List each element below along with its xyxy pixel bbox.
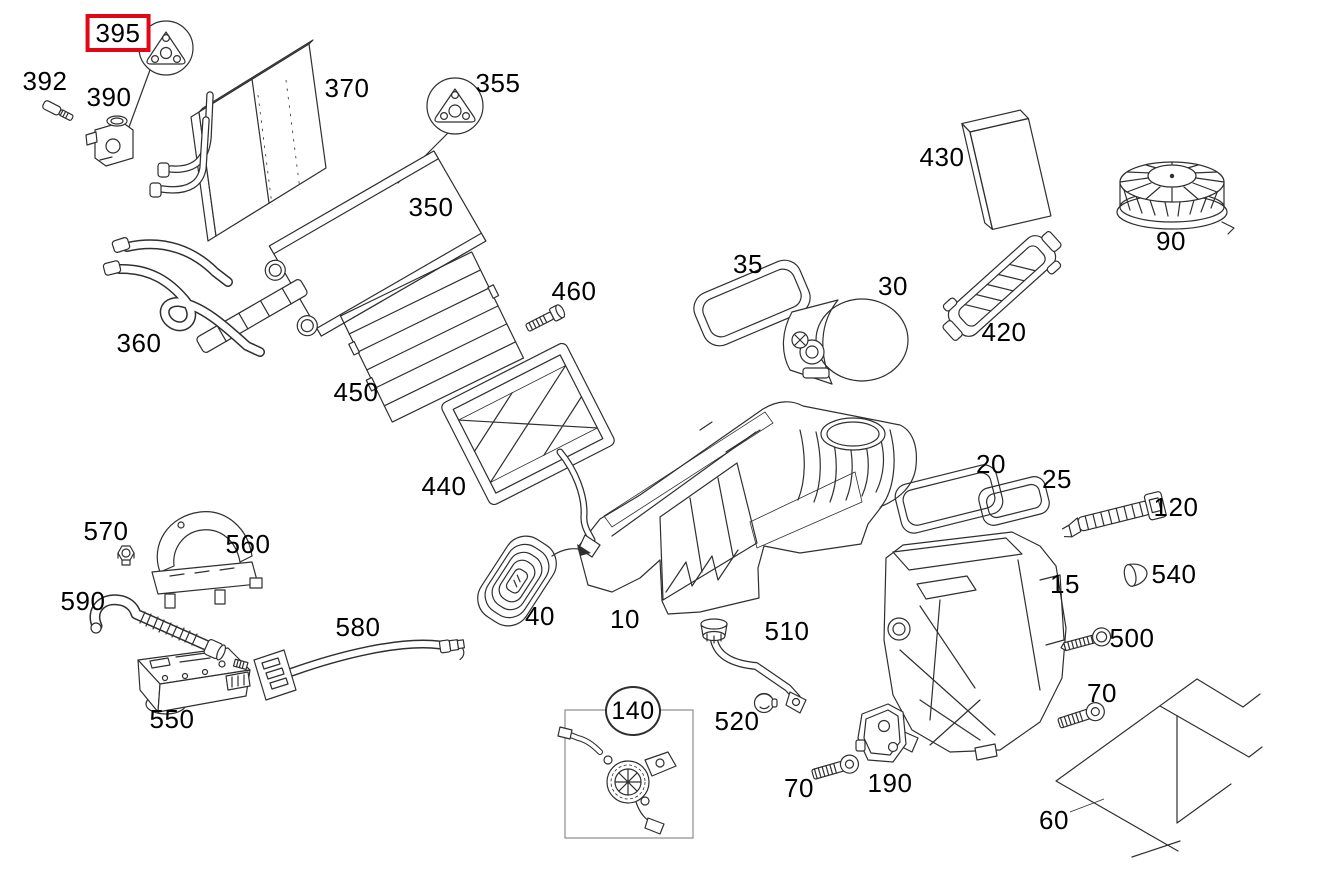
part-label-140[interactable]: 140 xyxy=(605,686,661,736)
part-label-370[interactable]: 370 xyxy=(324,73,370,103)
cap-540 xyxy=(1123,563,1148,587)
part-label-70-left[interactable]: 70 xyxy=(784,773,814,803)
part-label-520[interactable]: 520 xyxy=(714,706,760,736)
part-label-190[interactable]: 190 xyxy=(867,768,913,798)
part-label-25[interactable]: 25 xyxy=(1042,464,1072,494)
expansion-valve xyxy=(85,115,134,167)
aux-pump-box xyxy=(557,709,694,839)
part-label-430[interactable]: 430 xyxy=(919,142,965,172)
part-label-395[interactable]: 395 xyxy=(85,14,151,52)
part-label-500[interactable]: 500 xyxy=(1109,623,1155,653)
part-label-90[interactable]: 90 xyxy=(1156,226,1186,256)
mounting-frame xyxy=(441,342,615,558)
evaporator xyxy=(149,39,327,242)
part-label-35[interactable]: 35 xyxy=(733,249,763,279)
part-label-440[interactable]: 440 xyxy=(421,471,467,501)
part-label-510[interactable]: 510 xyxy=(764,616,810,646)
blower-intake xyxy=(782,298,909,385)
blower-wheel xyxy=(1116,161,1235,235)
screw-70-left xyxy=(811,754,860,780)
part-label-390[interactable]: 390 xyxy=(86,82,132,112)
slide-rail xyxy=(1061,491,1167,538)
drain-pipe xyxy=(700,618,807,714)
firewall-outline xyxy=(1055,678,1263,858)
hvac-housing-right xyxy=(883,531,1067,761)
screw-500 xyxy=(1060,627,1112,652)
part-label-60[interactable]: 60 xyxy=(1039,805,1069,835)
cabin-filter xyxy=(961,109,1052,231)
leader-line-60 xyxy=(1069,798,1105,813)
grommet xyxy=(753,692,778,714)
bowden-cable xyxy=(232,639,466,701)
filter-grid-panel xyxy=(339,251,525,423)
hvac-housing-main xyxy=(577,401,918,615)
part-label-20[interactable]: 20 xyxy=(976,449,1006,479)
part-label-560[interactable]: 560 xyxy=(225,529,271,559)
part-label-570[interactable]: 570 xyxy=(83,516,129,546)
part-label-350[interactable]: 350 xyxy=(408,192,454,222)
seal-frame-35 xyxy=(693,259,811,347)
gasket-20 xyxy=(894,464,1004,534)
part-label-450[interactable]: 450 xyxy=(333,377,379,407)
screw-70-right xyxy=(1057,702,1105,729)
nut-570 xyxy=(117,545,135,566)
cover-bracket xyxy=(151,511,263,609)
part-label-540[interactable]: 540 xyxy=(1151,559,1197,589)
vent-hose xyxy=(89,594,227,661)
part-label-30[interactable]: 30 xyxy=(878,271,908,301)
actuator-motor xyxy=(855,703,907,763)
heater-pipes xyxy=(102,237,308,357)
part-label-590[interactable]: 590 xyxy=(60,586,106,616)
bracket-rail xyxy=(942,231,1062,341)
part-label-15[interactable]: 15 xyxy=(1050,569,1080,599)
sensor-pin xyxy=(42,100,74,121)
part-label-360[interactable]: 360 xyxy=(116,328,162,358)
part-label-40[interactable]: 40 xyxy=(525,601,555,631)
part-label-355[interactable]: 355 xyxy=(475,68,521,98)
part-label-120[interactable]: 120 xyxy=(1153,492,1199,522)
part-label-550[interactable]: 550 xyxy=(149,704,195,734)
part-label-580[interactable]: 580 xyxy=(335,612,381,642)
bellows-seal xyxy=(477,535,591,627)
part-label-70-right[interactable]: 70 xyxy=(1087,678,1117,708)
part-label-420[interactable]: 420 xyxy=(981,317,1027,347)
heater-core xyxy=(264,150,487,337)
part-label-460[interactable]: 460 xyxy=(551,276,597,306)
part-label-10[interactable]: 10 xyxy=(610,604,640,634)
gasket-detail-355 xyxy=(397,77,484,184)
bolt-460 xyxy=(525,304,566,332)
gasket-25 xyxy=(978,476,1050,526)
gasket-detail-395 xyxy=(128,20,194,128)
part-label-392[interactable]: 392 xyxy=(22,66,68,96)
